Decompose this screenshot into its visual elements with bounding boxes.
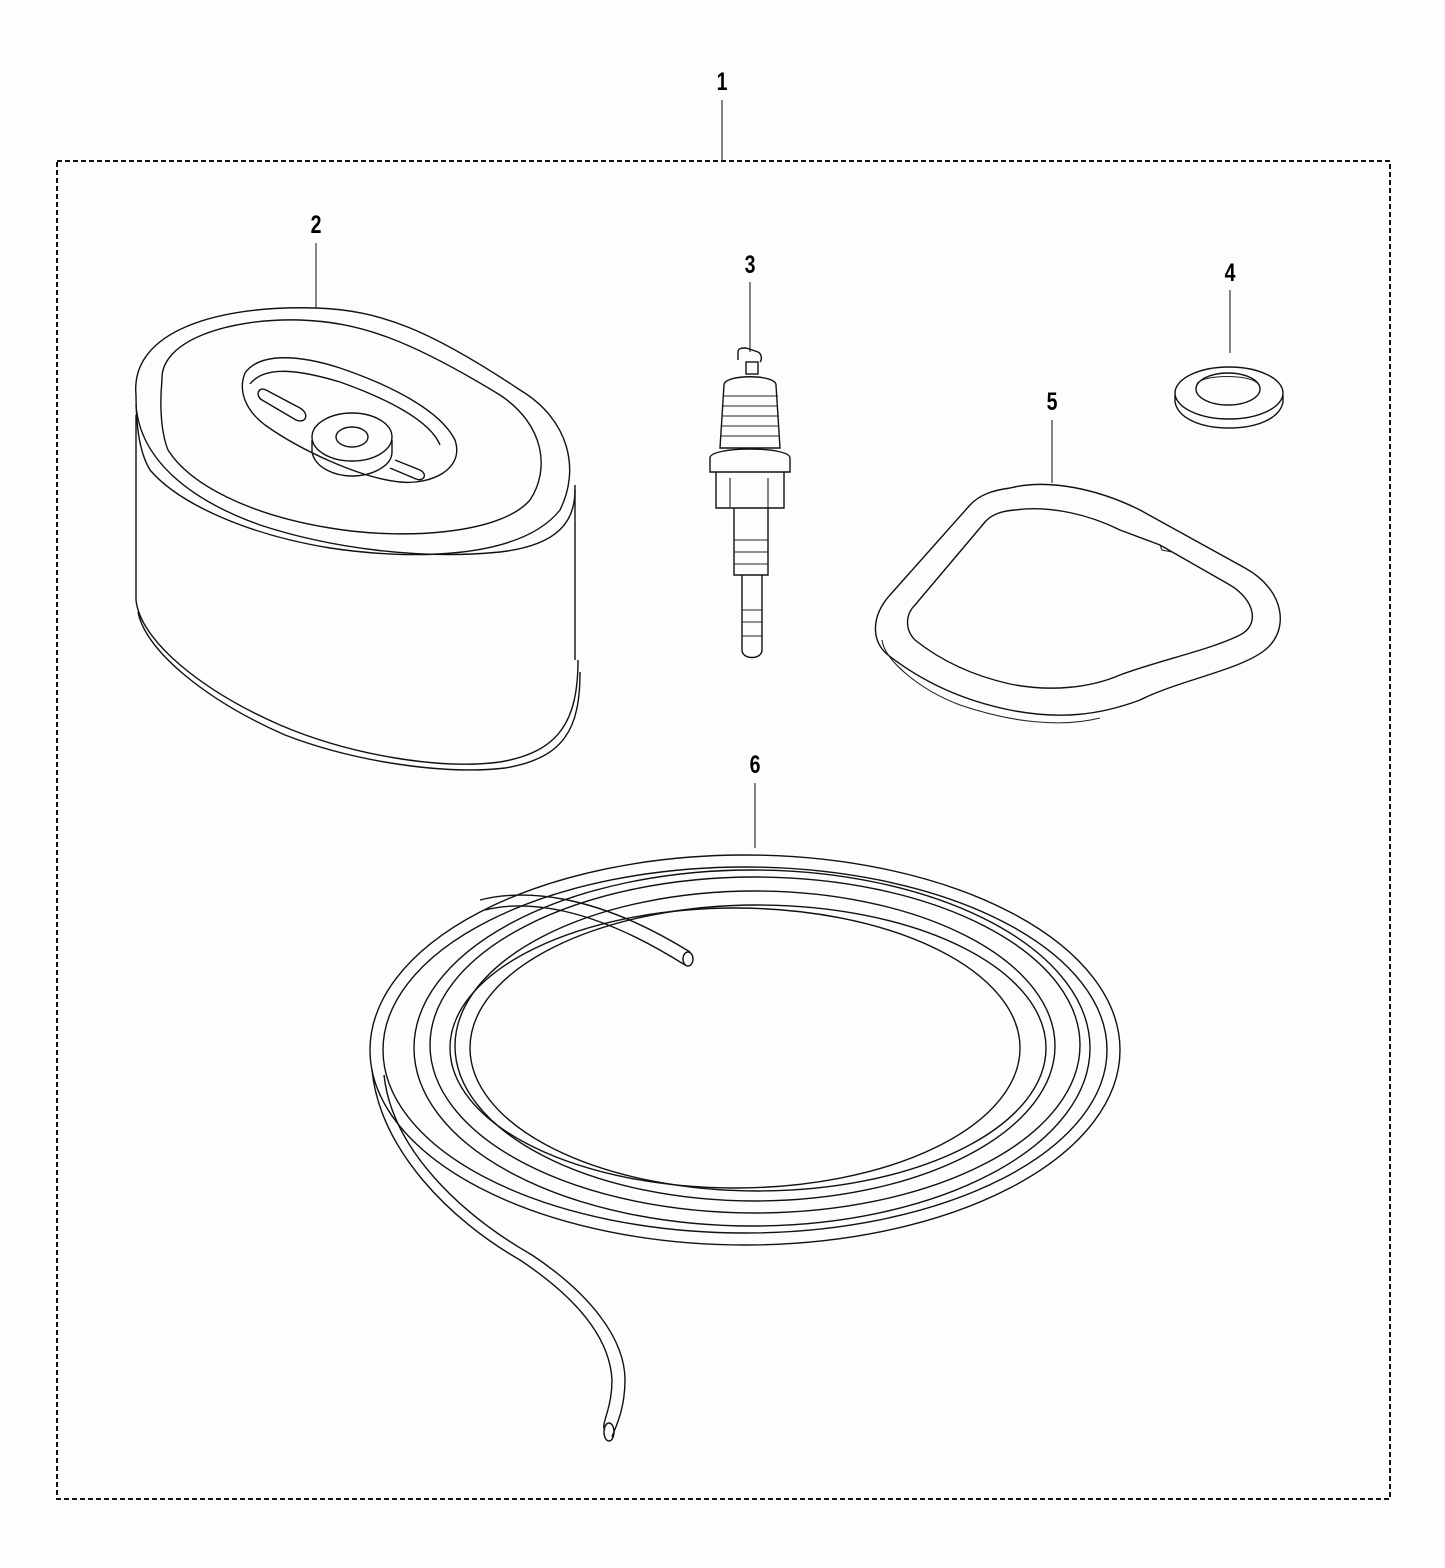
callout-3: 3 [744, 251, 756, 279]
callout-5: 5 [1046, 388, 1058, 416]
gasket-icon [874, 483, 1281, 724]
spark-plug-icon [709, 347, 791, 659]
kit-boundary [56, 160, 1391, 1500]
callout-2: 2 [310, 211, 322, 239]
callout-4: 4 [1224, 259, 1236, 287]
washer-icon [1174, 366, 1284, 429]
callout-1: 1 [716, 68, 728, 96]
air-filter-icon [135, 307, 581, 771]
callout-6: 6 [749, 751, 761, 779]
fuel-hose-icon [369, 854, 1121, 1442]
